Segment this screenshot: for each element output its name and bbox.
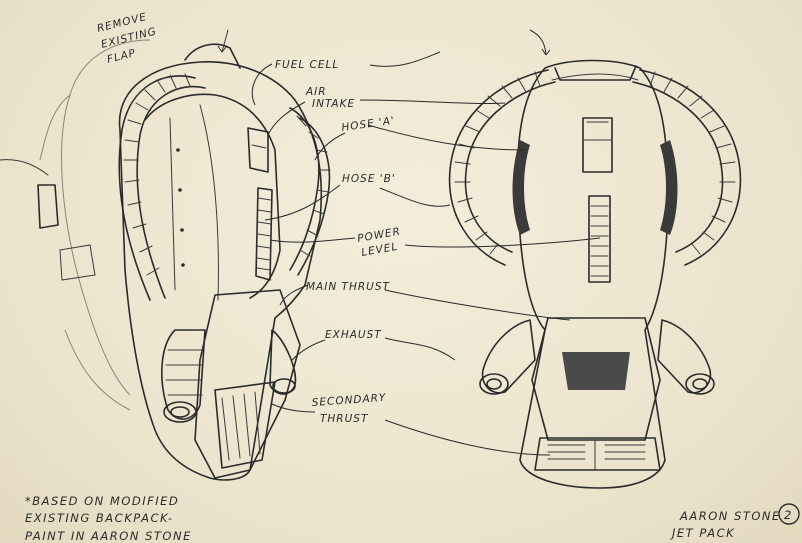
note-left-3: PAINT IN AARON STONE <box>25 529 192 543</box>
label-exhaust: EXHAUST <box>325 329 382 341</box>
note-right-2: JET PACK <box>670 526 735 540</box>
note-left-2: EXISTING BACKPACK- <box>25 511 174 525</box>
note-left-1: *BASED ON MODIFIED <box>25 494 179 508</box>
label-air-intake-2: INTAKE <box>312 98 355 110</box>
label-air-intake-1: AIR <box>305 86 327 98</box>
label-hose-b: HOSE 'B' <box>342 173 396 185</box>
label-fuel-cell: FUEL CELL <box>275 59 339 71</box>
label-secondary-thrust-1: SECONDARY <box>311 392 387 409</box>
label-hose-a: HOSE 'A' <box>341 115 396 134</box>
note-right-1: AARON STONE <box>679 509 781 523</box>
notes: *BASED ON MODIFIED EXISTING BACKPACK- PA… <box>25 494 799 543</box>
label-secondary-thrust-2: THRUST <box>320 413 369 425</box>
sheet-number: 2 <box>784 508 793 522</box>
leader-lines <box>252 52 600 455</box>
label-main-thrust: MAIN THRUST <box>306 281 390 293</box>
jetpack-side-view <box>0 30 330 480</box>
label-remove-flap-3: FLAP <box>106 47 137 66</box>
jetpack-rear-view <box>450 30 741 488</box>
